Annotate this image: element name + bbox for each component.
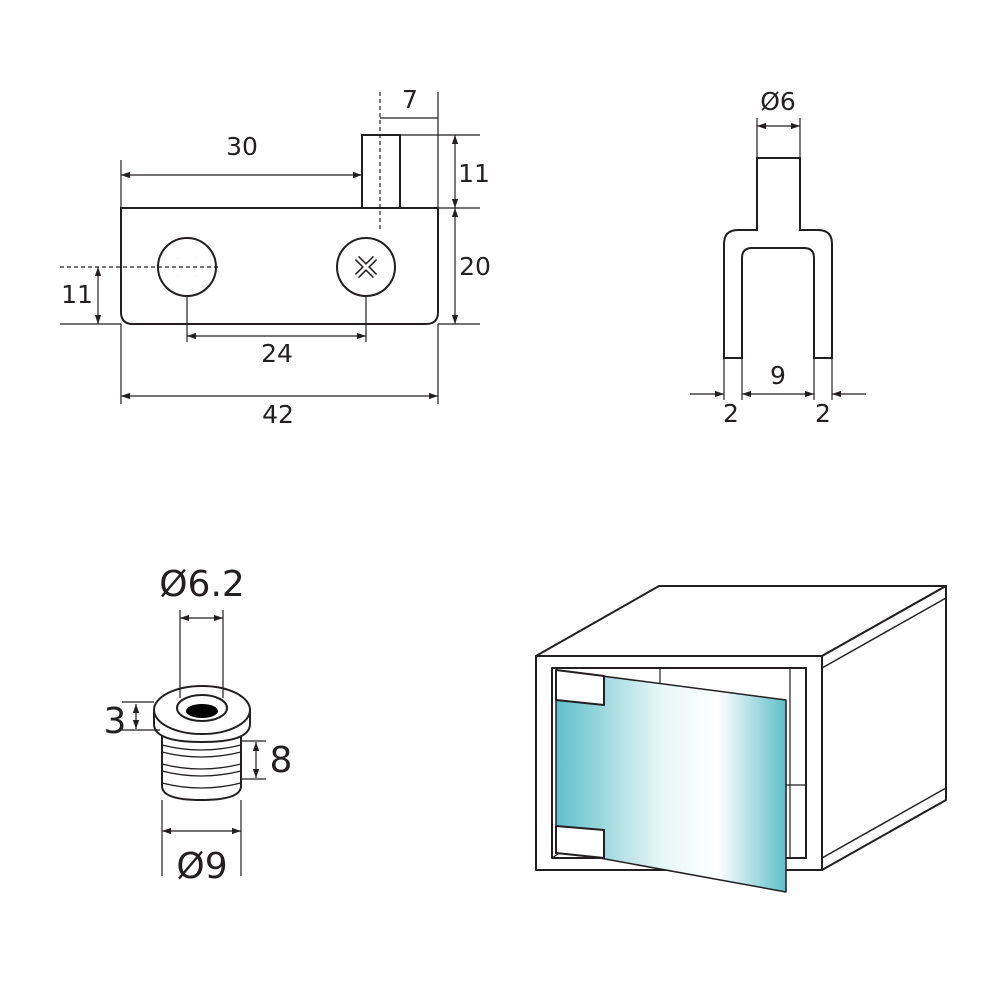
dim-body-height: 8	[270, 740, 293, 781]
glass-door	[555, 669, 787, 893]
bushing-body	[161, 725, 242, 802]
dim-inner-dia: Ø6.2	[159, 564, 245, 605]
dim-pin-height: 11	[458, 159, 490, 188]
bushing-hole	[186, 704, 218, 718]
dim-outer-dia: Ø9	[176, 846, 227, 887]
dim-hole-spacing: 24	[261, 339, 293, 368]
cabinet-view	[535, 585, 947, 893]
dim-pin-offset: 30	[226, 132, 258, 161]
bushing-view: Ø6.2 3 8 Ø9	[104, 564, 293, 887]
dim-left-wall: 2	[723, 399, 739, 428]
dim-right-wall: 2	[815, 399, 831, 428]
dim-pin-width: 7	[402, 85, 418, 114]
bracket-pin	[361, 134, 401, 212]
fork-body	[723, 157, 833, 359]
dim-head-height: 3	[104, 701, 127, 742]
dim-plate-height: 20	[459, 252, 491, 281]
dim-inner-width: 9	[770, 361, 786, 390]
screw-hole-right	[336, 237, 396, 297]
dim-hole-height: 11	[61, 280, 93, 309]
hinge-bottom	[555, 825, 605, 859]
bracket-view: 7 30 11 20 11 24 42	[60, 85, 491, 429]
hinge-top	[555, 669, 605, 706]
dim-shaft-dia: Ø6	[760, 87, 796, 116]
dim-plate-length: 42	[262, 400, 294, 429]
fork-view: Ø6 9 2 2	[690, 87, 866, 428]
